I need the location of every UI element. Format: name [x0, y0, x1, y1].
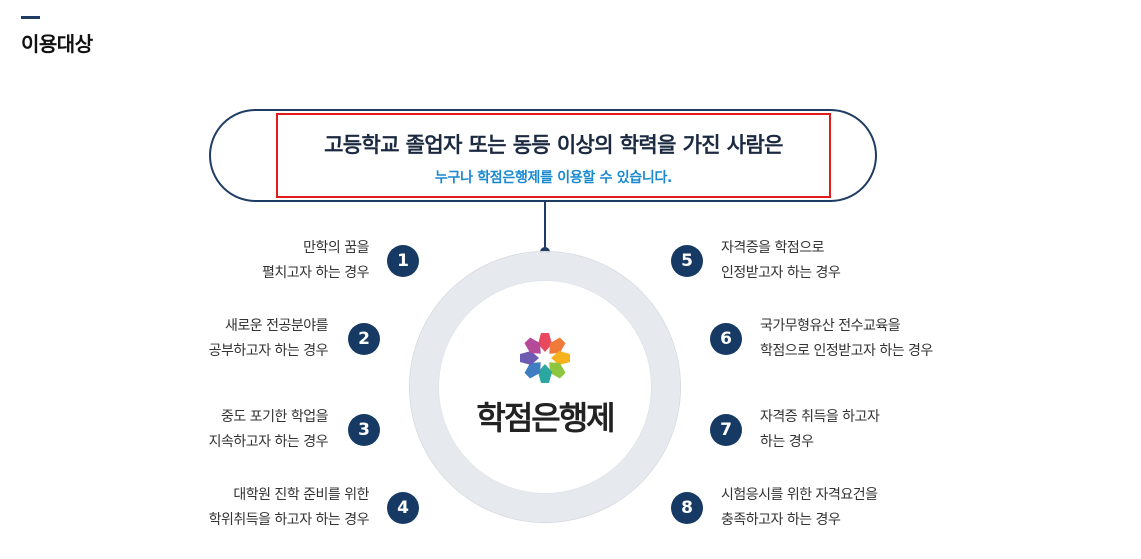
case-8: 시험응시를 위한 자격요건을 충족하고자 하는 경우: [721, 483, 878, 533]
case-6-number-badge: 6: [710, 323, 742, 355]
case-4-line-2: 학위취득을 하고자 하는 경우: [208, 512, 370, 528]
case-1: 만학의 꿈을 펼치고자 하는 경우: [262, 236, 369, 286]
case-6-line-1: 국가무형유산 전수교육을: [760, 318, 901, 334]
case-3: 중도 포기한 학업을 지속하고자 하는 경우: [208, 405, 329, 455]
case-6-line-2: 학점으로 인정받고자 하는 경우: [760, 343, 933, 359]
case-1-line-2: 펼치고자 하는 경우: [262, 265, 369, 281]
case-2-line-2: 공부하고자 하는 경우: [208, 343, 329, 359]
case-4-number-badge: 4: [387, 492, 419, 524]
case-1-line-1: 만학의 꿈을: [303, 240, 369, 256]
case-7: 자격증 취득을 하고자 하는 경우: [760, 405, 880, 455]
case-7-line-2: 하는 경우: [760, 434, 814, 450]
banner-subline: 누구나 학점은행제를 이용할 수 있습니다.: [434, 170, 673, 186]
case-5-line-1: 자격증을 학점으로: [721, 240, 825, 256]
case-2: 새로운 전공분야를 공부하고자 하는 경우: [208, 314, 329, 364]
section-title-accent-bar: [21, 16, 40, 19]
case-3-number-badge: 3: [348, 414, 380, 446]
flower-logo-icon: [520, 333, 570, 383]
case-5: 자격증을 학점으로 인정받고자 하는 경우: [721, 236, 841, 286]
case-6: 국가무형유산 전수교육을 학점으로 인정받고자 하는 경우: [760, 314, 933, 364]
case-3-line-2: 지속하고자 하는 경우: [208, 434, 329, 450]
case-3-line-1: 중도 포기한 학업을: [221, 409, 328, 425]
case-4-line-1: 대학원 진학 준비를 위한: [233, 487, 369, 503]
case-7-number-badge: 7: [710, 414, 742, 446]
highlight-box: [276, 113, 831, 198]
center-logo-text: 학점은행제: [476, 399, 615, 437]
case-5-number-badge: 5: [671, 245, 703, 277]
center-circle: [439, 281, 651, 493]
case-1-number-badge: 1: [387, 245, 419, 277]
case-8-line-1: 시험응시를 위한 자격요건을: [721, 487, 878, 503]
banner-headline: 고등학교 졸업자 또는 동등 이상의 학력을 가진 사람은: [324, 133, 783, 157]
case-4: 대학원 진학 준비를 위한 학위취득을 하고자 하는 경우: [208, 483, 370, 533]
case-7-line-1: 자격증 취득을 하고자: [760, 409, 880, 425]
case-2-line-1: 새로운 전공분야를: [225, 318, 329, 334]
case-8-line-2: 충족하고자 하는 경우: [721, 512, 841, 528]
section-title: 이용대상: [21, 32, 93, 56]
case-2-number-badge: 2: [348, 323, 380, 355]
case-5-line-2: 인정받고자 하는 경우: [721, 265, 841, 281]
connector-line: [544, 202, 546, 249]
case-8-number-badge: 8: [671, 492, 703, 524]
eligibility-banner: [209, 109, 877, 202]
